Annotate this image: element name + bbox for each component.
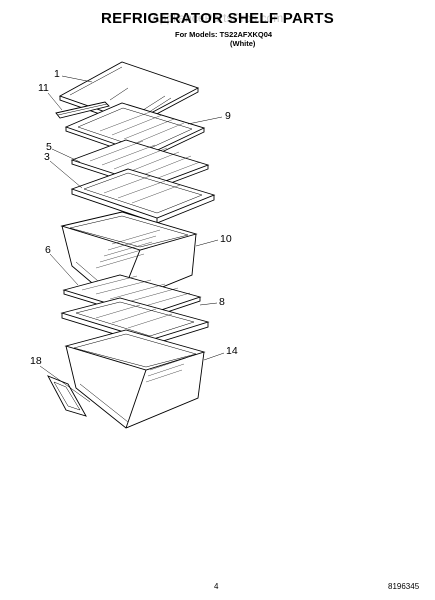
- color-line: (White): [230, 39, 256, 48]
- callout-3: 3: [44, 151, 50, 163]
- document-number: 8196345: [388, 582, 420, 591]
- callout-5: 5: [46, 141, 52, 153]
- part-8-shelf-frame: [60, 297, 210, 346]
- part-3-crisper-cover-frame: [70, 168, 216, 224]
- callout-6: 6: [45, 244, 51, 256]
- models-line: For Models: TS22AFXKQ04: [175, 30, 273, 39]
- part-11-shelf-trim: [55, 101, 110, 119]
- callout-1: 1: [54, 68, 60, 80]
- callout-11: 11: [38, 82, 49, 94]
- leader-lines: [39, 75, 225, 403]
- part-14-lower-crisper-pan: [64, 329, 206, 429]
- part-18-control-plate: [47, 375, 87, 417]
- callout-10: 10: [220, 233, 232, 245]
- page-title: REFRIGERATOR SHELF PARTS: [100, 10, 335, 27]
- page-number: 4: [214, 582, 219, 591]
- callout-18: 18: [30, 355, 42, 367]
- callout-14: 14: [226, 345, 238, 357]
- callout-9: 9: [225, 110, 231, 122]
- callout-8: 8: [219, 296, 225, 308]
- watermark: AppliancePartsPros.com: [151, 11, 284, 25]
